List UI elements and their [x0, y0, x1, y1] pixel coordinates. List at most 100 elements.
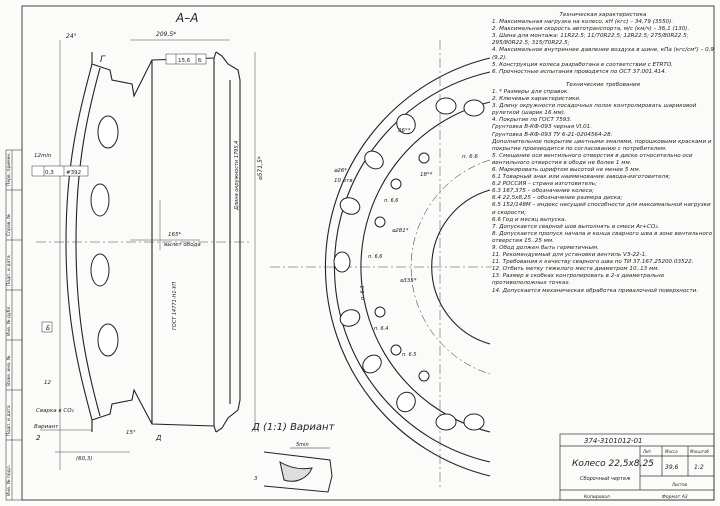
dim-2095: 209,5*	[156, 31, 176, 38]
note-item: 3. Шина для монтажа: 11R22.5; 11/70R22.5…	[492, 33, 689, 47]
dim-circumference: Длина окружности 1795,4	[234, 141, 240, 211]
drawing-type: Сборочный чертеж	[580, 476, 631, 482]
title-block	[559, 433, 715, 501]
strip-label: Перв. примен.	[6, 152, 12, 186]
note-item: 6. Прочностные испытания проводятся по О…	[492, 68, 667, 75]
req-item: 6.5 152/148M – индекс несущей способност…	[492, 202, 711, 216]
datum-box	[41, 321, 53, 333]
section-title: А–А	[175, 11, 198, 25]
dim-3: 3	[254, 476, 258, 482]
req-item: 5. Смещение оси вентильного отверстия в …	[492, 152, 693, 166]
dim-24: 24°	[66, 33, 77, 40]
doc-number: 374-3101012-01	[584, 437, 643, 445]
dim-281: ⌀281*	[392, 228, 409, 234]
dim-18: 18°*	[420, 172, 433, 178]
product-name: Колесо 22,5х8,25	[572, 459, 654, 469]
center-bore-arc	[431, 189, 491, 345]
requirements-title: Технические требования	[565, 81, 641, 88]
marking-63: п. 6.3	[360, 286, 366, 300]
frame-datum: Б	[198, 58, 202, 64]
strip-label: Подп. и дата	[6, 405, 12, 436]
req-item: 12. Отбить метку тяжелого места диаметро…	[492, 266, 660, 273]
req-item: 6. Маркировать шрифтом высотой не менее …	[492, 166, 641, 173]
variant-label: Вариант	[34, 424, 59, 430]
strip-label: Взам. инв. №	[6, 355, 12, 386]
req-item: 8. Допускается пропуск начала и конца св…	[492, 230, 713, 244]
rim-inner-arc	[333, 71, 491, 463]
frame-value: 15,6	[178, 58, 191, 64]
req-item: 11. Требования к качеству сварного шва п…	[492, 259, 694, 266]
dim-603: (60,3)	[76, 456, 93, 462]
req-item: 9. Обод должен быть герметичным.	[492, 245, 599, 251]
weld-note: Сварка в CO₂	[36, 408, 75, 414]
req-item: 1. * Размеры для справок.	[492, 88, 570, 95]
dim-5715: ⌀571,5*	[257, 156, 264, 180]
disc-windows	[90, 115, 119, 357]
notes-title: Техническая характеристика	[559, 12, 647, 18]
req-item: 11. Рекомендуемый для установки вентиль …	[492, 252, 647, 259]
dim-holes: 10 отв	[334, 178, 353, 184]
req-item: 6.6 Год и месяц выпуска.	[492, 216, 567, 223]
bolt-holes	[374, 152, 430, 382]
disc-outer-curve	[65, 63, 93, 421]
front-windows	[333, 97, 485, 431]
detail-ref: Д	[155, 434, 162, 442]
note-item: 4. Максимальное внутреннее давление возд…	[492, 47, 714, 61]
mass-header: Масса	[665, 449, 678, 454]
req-item: Грунтовка В-КФ-093 черная VI.01.	[492, 124, 592, 131]
req-item: 6.2 РОССИЯ – страна изготовитель;	[492, 181, 597, 188]
tolerance-frame-top	[165, 53, 207, 65]
front-axes	[270, 40, 492, 490]
strip-label: Справ. №	[6, 214, 12, 236]
dim-335: ⌀335*	[400, 278, 417, 284]
dim-12min: 12min	[34, 153, 52, 159]
req-item: 4. Покрытие по ГОСТ 7593.	[492, 117, 572, 124]
marking-66c: п. 6.6	[368, 254, 382, 260]
format-label: Формат А3	[662, 494, 688, 500]
req-item: 6.1 Товарный знак или наименование завод…	[492, 174, 671, 181]
req-item: Дополнительное покрытие цветными эмалями…	[492, 138, 712, 152]
tolerance-frame-mid	[31, 165, 89, 177]
rim-right-flange	[215, 51, 241, 433]
strip-label: Инв. № дубл.	[6, 305, 12, 336]
copied-label: Копировал	[584, 494, 610, 500]
datum-b: Б	[46, 325, 50, 332]
scale-header: Масштаб	[690, 449, 710, 454]
frame-value: 0,3	[45, 170, 54, 176]
marking-65: п. 6.5	[402, 352, 416, 358]
detail-title: Д (1:1) Вариант	[251, 422, 336, 433]
req-item: 13. Размер в скобках контролировать в 2-…	[492, 273, 665, 287]
req-item: 14. Допускается механическая обработка п…	[492, 287, 699, 294]
frame-datum: #392	[66, 170, 81, 176]
dim-15deg: 15°	[126, 430, 136, 436]
marking-66a: п. 6.6	[462, 154, 478, 160]
detail-d-view	[263, 447, 333, 493]
sheets-label: Листов	[671, 482, 688, 487]
notes-panel: Техническая характеристика 1. Максимальн…	[492, 12, 714, 295]
dim-5min: 5min	[296, 442, 309, 448]
note-item: 1. Максимальная нагрузка на колесо, кН (…	[492, 19, 674, 26]
dim-12: 12	[44, 380, 51, 386]
view-label: Г	[100, 55, 106, 65]
req-item: Грунтовка В-КФ-093 ТУ 6-21-0204564-28.	[492, 131, 613, 138]
strip-label: Инв. № подл.	[6, 465, 12, 496]
strip-label: Подп. и дата	[6, 255, 12, 286]
variant-number: 2	[36, 434, 41, 442]
dim-26: ⌀26*	[334, 168, 347, 174]
left-strip-labels: Перв. примен. Справ. № Подп. и дата Инв.…	[6, 152, 12, 496]
dim-36: 36°*	[398, 128, 411, 134]
note-item: 2. Максимальная скорость автотранспорта,…	[492, 26, 690, 33]
dim-165: 165*	[168, 232, 181, 238]
marking-64: п. 6.4	[374, 326, 388, 332]
note-item: 5. Конструкция колеса разработана в соот…	[492, 61, 673, 68]
req-item: 6.3 167,375 – обозначение колеса;	[492, 188, 594, 195]
req-item: 2. Ключевые характеристики.	[492, 96, 581, 103]
req-item: 3. Длину окружности посадочных полок кон…	[492, 103, 697, 117]
rim-bottom-profile	[91, 388, 217, 433]
marking-66b: п. 6.6	[384, 198, 398, 204]
section-dim-lines	[36, 39, 256, 470]
scale-value: 1:2	[694, 464, 704, 471]
bolt-circle-arc	[410, 159, 491, 375]
mass-value: 39,6	[665, 464, 679, 471]
